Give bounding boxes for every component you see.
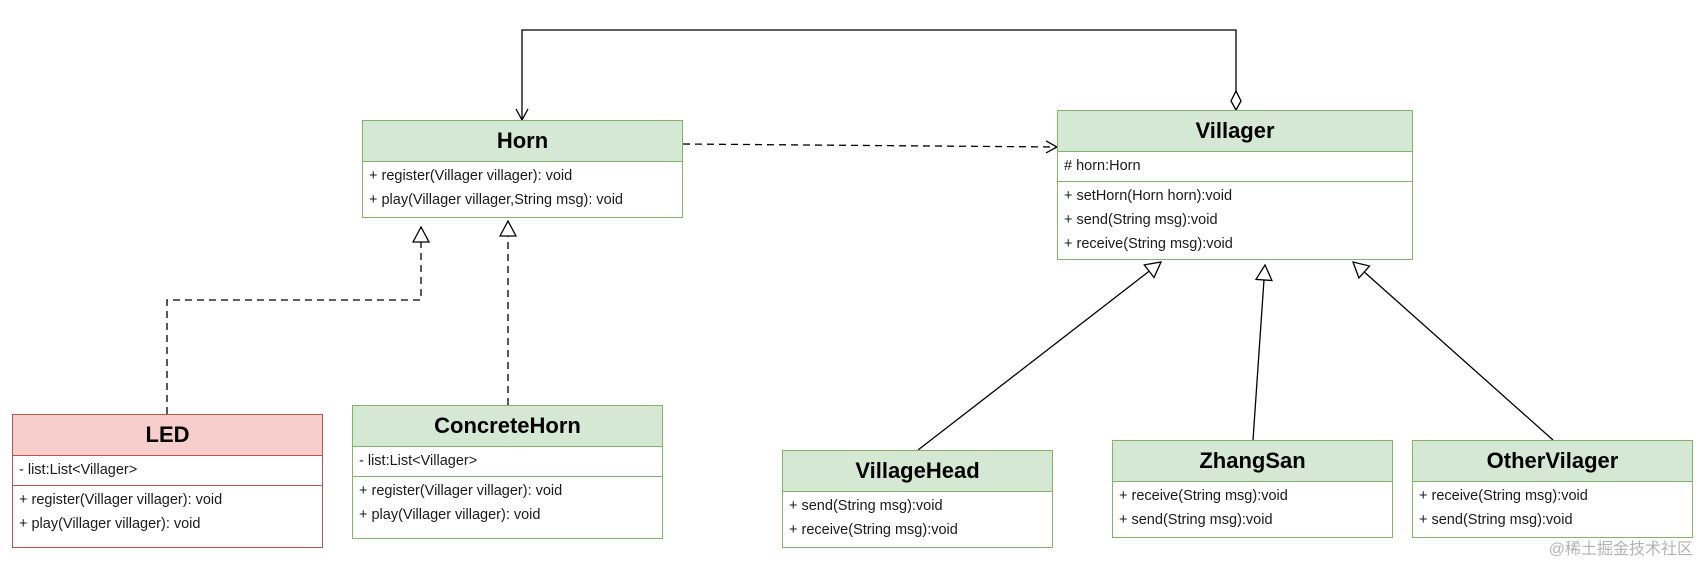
operation: + register(Villager villager): void xyxy=(19,492,223,508)
operation: + play(Villager villager): void xyxy=(19,516,201,532)
operation: + play(Villager villager,String msg): vo… xyxy=(369,192,623,208)
operation: + play(Villager villager): void xyxy=(359,507,541,523)
operations: + send(String msg):void + receive(String… xyxy=(783,492,1052,545)
class-name: ConcreteHorn xyxy=(353,406,662,447)
attribute: # horn:Horn xyxy=(1064,158,1141,174)
class-name: LED xyxy=(13,415,322,456)
operation: + send(String msg):void xyxy=(1064,212,1218,228)
class-zhangsan[interactable]: ZhangSan + receive(String msg):void + se… xyxy=(1112,440,1393,538)
attributes: - list:List<Villager> xyxy=(13,456,322,486)
class-name: OtherVilager xyxy=(1413,441,1692,482)
aggregation-villager-horn xyxy=(522,29,1236,120)
operation: + receive(String msg):void xyxy=(789,522,958,538)
attributes: # horn:Horn xyxy=(1058,152,1412,182)
class-villagehead[interactable]: VillageHead + send(String msg):void + re… xyxy=(782,450,1053,548)
operations: + receive(String msg):void + send(String… xyxy=(1413,482,1692,535)
operation: + send(String msg):void xyxy=(789,498,943,514)
operations: + register(Villager villager): void + pl… xyxy=(13,486,322,539)
operations: + setHorn(Horn horn):void + send(String … xyxy=(1058,182,1412,259)
operation: + register(Villager villager): void xyxy=(369,168,573,184)
realization-led-horn xyxy=(166,227,421,414)
attribute: - list:List<Villager> xyxy=(19,462,138,478)
operations: + register(Villager villager): void + pl… xyxy=(353,477,662,530)
class-name: Villager xyxy=(1058,111,1412,152)
operation: + register(Villager villager): void xyxy=(359,483,563,499)
class-concretehorn[interactable]: ConcreteHorn - list:List<Villager> + reg… xyxy=(352,405,663,539)
watermark: @稀土掘金技术社区 xyxy=(1548,541,1693,558)
class-led[interactable]: LED - list:List<Villager> + register(Vil… xyxy=(12,414,323,548)
generalization-othervilager-villager xyxy=(1353,262,1554,441)
dependency-horn-villager xyxy=(682,140,1059,154)
attributes: - list:List<Villager> xyxy=(353,447,662,477)
class-horn[interactable]: Horn + register(Villager villager): void… xyxy=(362,120,683,218)
class-name: VillageHead xyxy=(783,451,1052,492)
operation: + receive(String msg):void xyxy=(1064,236,1233,252)
operation: + receive(String msg):void xyxy=(1419,488,1588,504)
operations: + register(Villager villager): void + pl… xyxy=(363,162,682,215)
class-name: Horn xyxy=(363,121,682,162)
attribute: - list:List<Villager> xyxy=(359,453,478,469)
class-name: ZhangSan xyxy=(1113,441,1392,482)
class-villager[interactable]: Villager # horn:Horn + setHorn(Horn horn… xyxy=(1057,110,1413,260)
operation: + receive(String msg):void xyxy=(1119,488,1288,504)
operations: + receive(String msg):void + send(String… xyxy=(1113,482,1392,535)
class-othervilager[interactable]: OtherVilager + receive(String msg):void … xyxy=(1412,440,1693,538)
operation: + send(String msg):void xyxy=(1119,512,1273,528)
generalization-zhangsan-villager xyxy=(1252,265,1265,441)
generalization-villagehead-villager xyxy=(917,262,1161,451)
operation: + send(String msg):void xyxy=(1419,512,1573,528)
operation: + setHorn(Horn horn):void xyxy=(1064,188,1233,204)
